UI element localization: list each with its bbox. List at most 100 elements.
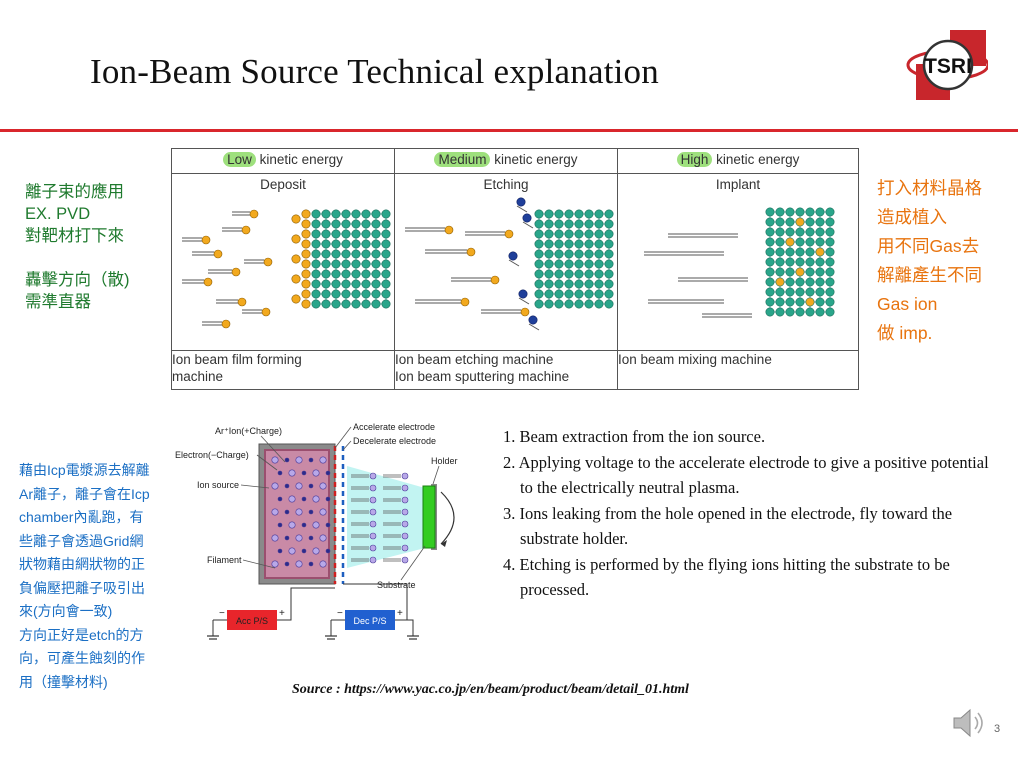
lattice-atom	[574, 289, 584, 299]
lattice-atom	[795, 287, 805, 297]
lattice-atom	[604, 229, 614, 239]
lattice-atom	[381, 269, 391, 279]
kinetic-energy-table: Low kinetic energy Medium kinetic energy…	[171, 148, 859, 390]
header-high: High kinetic energy	[617, 148, 859, 174]
lattice-atom	[371, 249, 381, 259]
lattice-atom	[371, 259, 381, 269]
lattice-atom	[584, 259, 594, 269]
note-line: 需準直器	[25, 293, 91, 311]
electron	[277, 522, 283, 528]
lattice-atom	[604, 299, 614, 309]
note-line: Ar離子，離子會在Icp	[19, 485, 150, 502]
lattice-atom	[321, 299, 331, 309]
machine-line: Ion beam sputtering machine	[395, 369, 570, 384]
lattice-atom	[564, 259, 574, 269]
electron	[308, 535, 314, 541]
lattice-atom	[554, 249, 564, 259]
lattice-atom	[361, 249, 371, 259]
lattice-atom	[371, 269, 381, 279]
lattice-atom	[584, 269, 594, 279]
ar-ion	[369, 520, 377, 528]
ion-particle	[263, 257, 273, 267]
ar-ion	[295, 508, 303, 516]
lattice-atom	[564, 289, 574, 299]
lattice-atom	[371, 289, 381, 299]
lattice-atom	[775, 237, 785, 247]
lattice-atom	[584, 209, 594, 219]
lattice-atom	[351, 279, 361, 289]
header-low: Low kinetic energy	[171, 148, 395, 174]
lattice-atom	[775, 257, 785, 267]
header-medium: Medium kinetic energy	[394, 148, 618, 174]
lattice-atom	[321, 259, 331, 269]
cell-implant: Implant	[617, 173, 859, 351]
ar-ion	[271, 508, 279, 516]
tsri-logo: TSRI	[906, 30, 988, 100]
lattice-atom	[554, 219, 564, 229]
lattice-atom	[321, 229, 331, 239]
lattice-atom	[564, 229, 574, 239]
lattice-atom	[765, 307, 775, 317]
ar-ion	[369, 484, 377, 492]
lattice-atom	[765, 257, 775, 267]
ion-particle	[490, 275, 500, 285]
sputtered-atom	[516, 197, 526, 207]
lattice-atom	[574, 229, 584, 239]
lattice-atom	[574, 209, 584, 219]
ion-particle	[466, 247, 476, 257]
note-line: 用不同Gas去	[877, 236, 980, 256]
note-line: 方向正好是etch的方	[19, 626, 144, 643]
ar-ion	[319, 508, 327, 516]
lattice-atom	[381, 209, 391, 219]
lattice-atom	[544, 299, 554, 309]
electron	[284, 561, 290, 567]
ar-ion	[401, 508, 409, 516]
step-item: 4. Etching is performed by the flying io…	[503, 554, 950, 600]
ion-particle	[504, 229, 514, 239]
ar-ion	[271, 534, 279, 542]
lattice-atom	[795, 237, 805, 247]
deposited-atom	[301, 239, 311, 249]
lattice-atom	[564, 249, 574, 259]
lattice-atom	[361, 219, 371, 229]
ar-ion	[288, 495, 296, 503]
lattice-atom	[795, 307, 805, 317]
lattice-atom	[584, 239, 594, 249]
ar-ion	[295, 560, 303, 568]
lattice-atom	[574, 219, 584, 229]
lattice-atom	[765, 267, 775, 277]
lattice-atom	[371, 219, 381, 229]
electron	[308, 509, 314, 515]
lattice-atom	[785, 287, 795, 297]
lattice-atom	[785, 227, 795, 237]
lattice-atom	[381, 239, 391, 249]
sputter-path	[516, 205, 528, 213]
lattice-atom	[574, 269, 584, 279]
ar-ion	[319, 482, 327, 490]
sputtered-atom	[508, 251, 518, 261]
lattice-atom	[564, 299, 574, 309]
lattice-atom	[584, 289, 594, 299]
lattice-atom	[331, 239, 341, 249]
lattice-atom	[765, 277, 775, 287]
ar-ion	[401, 520, 409, 528]
lattice-atom	[361, 259, 371, 269]
lattice-atom	[321, 219, 331, 229]
ar-ion	[401, 496, 409, 504]
lattice-atom	[594, 299, 604, 309]
note-line: 狀物藉由網狀物的正	[19, 556, 145, 572]
svg-text:TSRI: TSRI	[924, 55, 972, 78]
ar-ion	[295, 456, 303, 464]
process-label: Implant	[715, 177, 761, 192]
ion-source-diagram: Acc P/S Dec P/S − + − + Ar⁺Ion(+Charge) …	[175, 422, 458, 640]
lattice-atom	[825, 277, 835, 287]
lattice-atom	[775, 227, 785, 237]
lattice-atom	[351, 299, 361, 309]
lattice-atom	[604, 269, 614, 279]
header-text: kinetic energy	[712, 152, 800, 167]
decelerate-label: Decelerate electrode	[353, 436, 436, 446]
implanted-ion	[795, 217, 805, 227]
lattice-atom	[594, 229, 604, 239]
speaker-icon[interactable]	[950, 703, 990, 743]
